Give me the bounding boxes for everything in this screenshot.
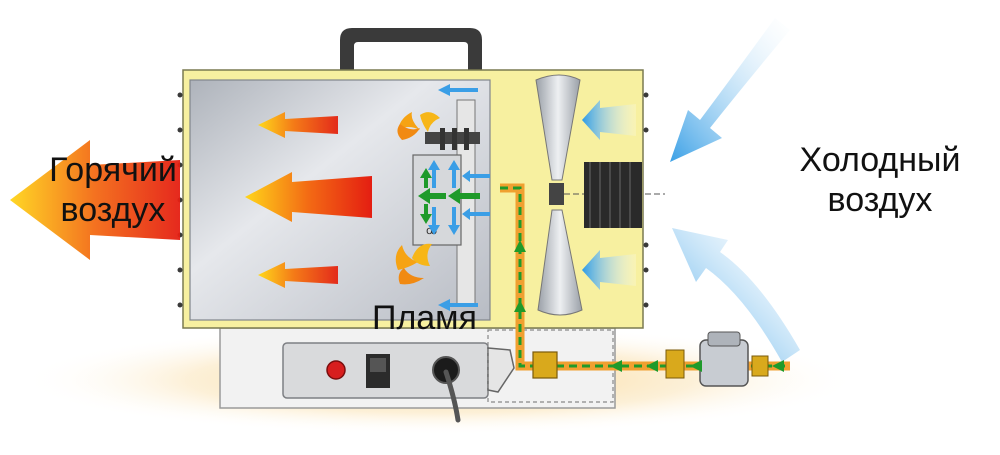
gas-valve: [532, 351, 558, 379]
flames-upper: [397, 112, 440, 140]
burner-airflow: [428, 84, 490, 311]
hot-air-arrow-middle: [245, 172, 372, 222]
hot-air-label-line2: воздух: [60, 191, 166, 229]
power-cable: [443, 369, 461, 423]
reset-button[interactable]: [326, 360, 346, 380]
hot-air-arrow-top: [258, 112, 338, 138]
gas-fitting: [665, 349, 685, 379]
hot-air-arrow-bottom: [258, 262, 338, 288]
burner-gas-arrows: [418, 168, 480, 224]
fan-hub: [549, 183, 564, 205]
fan-blade-bottom: [537, 209, 583, 316]
cold-air-label: Холодный воздух: [770, 140, 990, 220]
cold-air-label-line2: воздух: [827, 181, 933, 219]
hot-air-label-line1: Горячий: [49, 151, 177, 189]
cold-air-arrow-lower: [672, 228, 800, 362]
gas-regulator: [699, 339, 749, 387]
fan-motor: [584, 162, 642, 228]
fan-blade-top: [535, 74, 581, 181]
flames-lower: [395, 243, 432, 285]
cord-holder: [487, 347, 515, 393]
gas-flow-arrows: [514, 240, 784, 372]
hot-air-label: Горячий воздух: [28, 150, 198, 230]
hot-air-outlet-arrow: [10, 140, 180, 260]
carry-handle: [340, 28, 482, 70]
intake-arrow-upper: [582, 100, 636, 140]
intake-arrow-lower: [582, 250, 636, 290]
motor-fins: [589, 162, 631, 228]
cold-air-label-line1: Холодный: [799, 141, 961, 179]
cold-air-arrow-upper: [670, 18, 790, 162]
flame-label: Пламя: [372, 299, 477, 337]
